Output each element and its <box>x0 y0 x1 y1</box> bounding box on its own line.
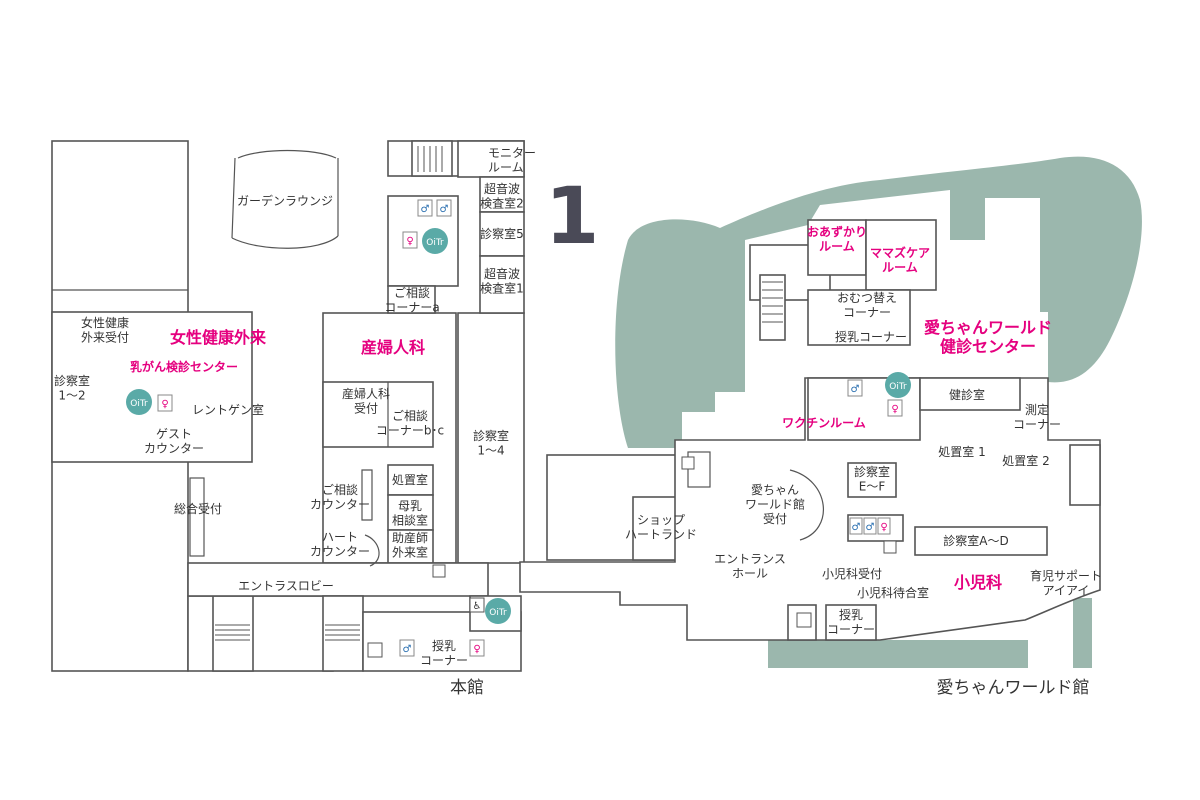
label-pediatric-waiting: 小児科待合室 <box>857 585 929 600</box>
label-pediatrics: 小児科 <box>954 573 1002 592</box>
svg-text:♂: ♂ <box>852 522 861 533</box>
svg-text:OiTr: OiTr <box>426 238 444 248</box>
svg-text:♂: ♂ <box>403 644 412 655</box>
label-annex-reception: 愛ちゃんワールド館受付 <box>745 483 805 526</box>
svg-text:OiTr: OiTr <box>889 382 907 392</box>
svg-text:♀: ♀ <box>473 644 480 655</box>
oitr-icon: OiTr <box>422 228 448 254</box>
label-ultrasound-2: 超音波検査室2 <box>480 181 524 210</box>
label-measurement-corner: 測定コーナー <box>1013 402 1061 431</box>
label-ultrasound-1: 超音波検査室1 <box>480 266 524 295</box>
label-consult-bc: ご相談コーナーb･c <box>376 408 444 437</box>
svg-text:♀: ♀ <box>406 236 413 247</box>
label-garden-lounge: ガーデンラウンジ <box>237 193 333 208</box>
southwest-block <box>187 595 334 672</box>
oitr-icon: OiTr <box>485 598 511 624</box>
svg-text:♂: ♂ <box>851 384 860 395</box>
label-childcare-support: 育児サポートアイアイ <box>1030 568 1102 597</box>
label-consult-counter: ご相談カウンター <box>310 482 370 511</box>
main-building <box>51 140 525 672</box>
stair-block-s <box>322 595 364 672</box>
floor-number: 1 <box>545 172 599 262</box>
womens-clinic-block <box>51 311 253 463</box>
exam-1-4-block <box>457 312 525 564</box>
stairs-icon <box>215 146 443 641</box>
annex-nursing-block <box>825 604 877 641</box>
svg-text:OiTr: OiTr <box>489 608 507 618</box>
label-shop: ショップハートランド <box>625 513 697 541</box>
room-labels: モニタールーム 超音波検査室2 診察室5 超音波検査室1 ガーデンラウンジ ご相… <box>54 146 1102 667</box>
svg-text:♂: ♂ <box>866 522 875 533</box>
annex-reception-counter <box>789 469 824 541</box>
label-diaper-corner: おむつ替えコーナー <box>837 291 897 319</box>
annex-stairs-e <box>1069 444 1101 506</box>
exam-ef-block <box>847 462 897 498</box>
svg-text:♀: ♀ <box>880 522 887 533</box>
label-vaccine-room: ワクチンルーム <box>782 416 866 430</box>
daycare-room <box>807 219 867 276</box>
annex-stairs-n <box>759 274 786 341</box>
label-annex-building: 愛ちゃんワールド館 <box>937 678 1090 698</box>
label-womens-reception: 女性健康外来受付 <box>81 315 129 344</box>
label-womens-clinic: 女性健康外来 <box>170 328 267 347</box>
label-exam-ad: 診察室A～D <box>943 533 1008 548</box>
label-entrance-hall: エントランスホール <box>714 552 786 580</box>
label-entrance-lobby: エントラスロビー <box>238 579 334 593</box>
obgyn-reception-block <box>322 381 434 448</box>
label-daycare: おあずかりルーム <box>807 224 867 253</box>
svg-text:♂: ♂ <box>421 204 430 215</box>
label-general-reception: 総合受付 <box>174 501 222 516</box>
label-monitor-room: モニタールーム <box>488 146 536 174</box>
label-main-building: 本館 <box>450 678 484 698</box>
svg-text:OiTr: OiTr <box>130 399 148 409</box>
garden-area-bottom <box>768 640 1028 668</box>
label-midwife-clinic: 助産師外来室 <box>392 530 428 559</box>
label-nursing-corner-annex-bottom: 授乳コーナー <box>827 607 875 636</box>
annex-building <box>519 219 1101 641</box>
label-heart-counter: ハートカウンター <box>310 530 370 558</box>
garden-area <box>615 156 1142 448</box>
stair-n <box>411 140 453 177</box>
accessible-toilet-icon: ♿ <box>432 456 897 613</box>
stair-block-sw <box>212 595 254 672</box>
elevator-icon <box>367 612 812 658</box>
oitr-icon: OiTr <box>126 389 152 415</box>
label-checkup-center: 愛ちゃんワールド健診センター <box>924 318 1052 356</box>
consult-a-block <box>387 285 436 314</box>
svg-text:♀: ♀ <box>891 404 898 415</box>
checkup-room-block <box>919 377 1021 411</box>
label-mamas-care: ママズケアルーム <box>870 245 930 274</box>
ultrasound-1-block <box>479 255 525 314</box>
label-xray-room: レントゲン室 <box>192 402 264 417</box>
diaper-block <box>807 289 911 346</box>
label-exam-5: 診察室5 <box>480 226 524 241</box>
svg-text:♂: ♂ <box>440 204 449 215</box>
garden-area-right <box>1073 598 1092 668</box>
svg-text:♿: ♿ <box>473 601 482 612</box>
ultrasound-2-block <box>479 176 525 213</box>
label-nursing-corner-main: 授乳コーナー <box>420 638 468 667</box>
label-treatment-1: 処置室 1 <box>938 444 985 459</box>
label-checkup-room: 健診室 <box>949 387 985 402</box>
monitor-room-block <box>457 140 525 178</box>
label-obgyn: 産婦人科 <box>361 338 425 357</box>
oitr-icon: OiTr <box>885 372 911 398</box>
label-pediatric-reception: 小児科受付 <box>822 567 882 581</box>
label-obgyn-reception: 産婦人科受付 <box>342 386 390 415</box>
exam-ad-block <box>914 526 1048 556</box>
general-reception-desk <box>189 477 205 557</box>
label-treatment-2: 処置室 2 <box>1002 453 1049 468</box>
restroom-icon: ♂ ♂ ♀ ♀ ♂ ♀ ♂ ♀ ♂ ♂ ♀ <box>157 199 903 657</box>
label-breast-center: 乳がん検診センター <box>130 359 238 374</box>
label-guest-counter: ゲストカウンター <box>144 427 204 455</box>
label-consult-a: ご相談コーナーa <box>384 285 439 314</box>
label-treatment-room: 処置室 <box>392 472 428 487</box>
svg-text:♀: ♀ <box>161 399 168 410</box>
label-maternal-consult: 母乳相談室 <box>392 499 428 527</box>
label-nursing-corner-annex-top: 授乳コーナー <box>835 329 907 344</box>
